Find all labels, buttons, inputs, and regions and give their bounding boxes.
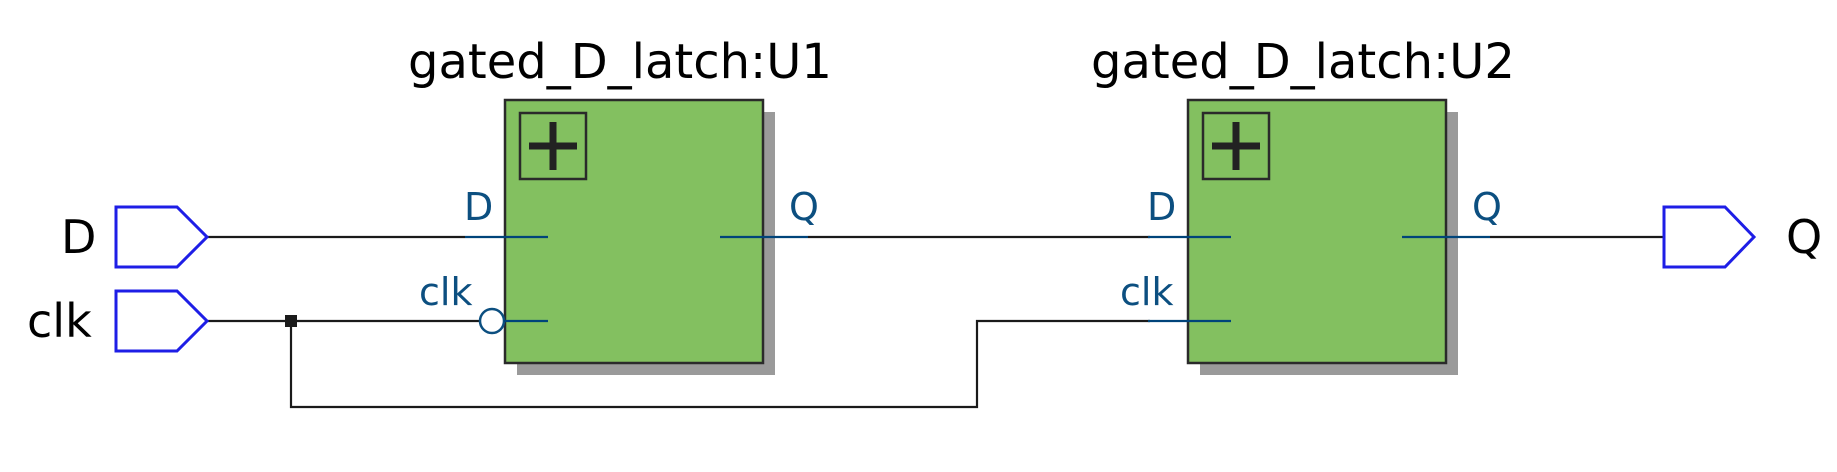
- input-port-d-label: D: [61, 210, 96, 264]
- block-u2-body: [1186, 98, 1448, 365]
- block-u1-body: [503, 98, 765, 365]
- block-u2-pin-d-label: D: [1147, 185, 1176, 229]
- block-u2[interactable]: gated_D_latch:U2 D clk Q: [1091, 34, 1515, 375]
- input-port-clk-label: clk: [27, 294, 92, 348]
- block-u2-pin-q-label: Q: [1472, 185, 1502, 229]
- expand-box: [1201, 111, 1271, 181]
- input-port-clk[interactable]: clk: [27, 289, 210, 353]
- input-port-clk-shape: [114, 289, 210, 353]
- plus-icon: [529, 122, 577, 170]
- input-port-d[interactable]: D: [61, 205, 210, 269]
- block-u1-pin-clk-label: clk: [419, 270, 472, 314]
- block-u1[interactable]: gated_D_latch:U1 D clk Q: [408, 34, 832, 375]
- output-port-q-shape: [1662, 205, 1757, 269]
- block-u1-pin-d-label: D: [464, 185, 493, 229]
- block-u1-title: gated_D_latch:U1: [408, 34, 832, 90]
- block-u2-pin-clk-label: clk: [1120, 270, 1173, 314]
- expand-box: [518, 111, 588, 181]
- block-u1-expand-button[interactable]: [518, 111, 588, 181]
- block-u2-title: gated_D_latch:U2: [1091, 34, 1515, 90]
- block-u1-clk-inverter-bubble: [478, 307, 506, 335]
- input-port-d-shape: [114, 205, 210, 269]
- block-u1-pin-q-label: Q: [789, 185, 819, 229]
- wires: [207, 235, 1664, 409]
- wire-clk-to-u2: [289, 319, 1150, 409]
- plus-icon: [1212, 122, 1260, 170]
- clk-junction-dot: [285, 315, 297, 327]
- block-u2-expand-button[interactable]: [1201, 111, 1271, 181]
- output-port-q[interactable]: Q: [1662, 205, 1822, 269]
- output-port-q-label: Q: [1786, 210, 1822, 264]
